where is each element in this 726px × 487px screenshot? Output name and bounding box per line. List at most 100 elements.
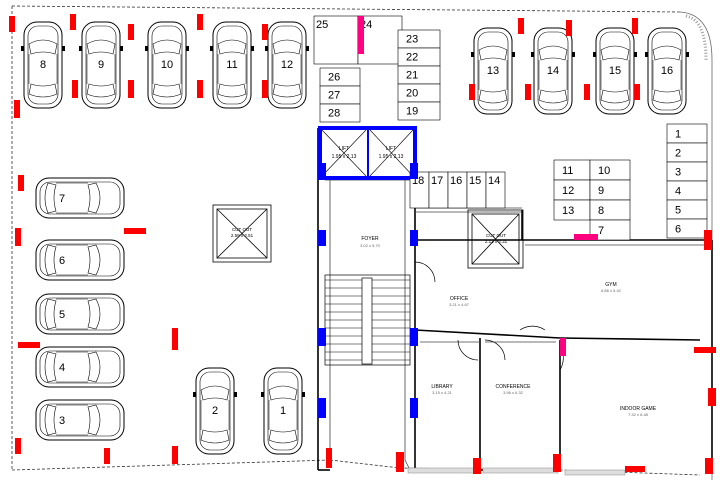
car-11: 11 <box>210 21 254 109</box>
lift-cross <box>321 129 414 177</box>
curved-boundary <box>679 11 713 480</box>
slot-col-b-21: 21 <box>397 65 441 85</box>
room-office-size: 3.21 x 4.67 <box>449 302 470 307</box>
structural-column <box>15 438 21 454</box>
slot-number: 14 <box>488 175 500 187</box>
slot-number: 19 <box>406 106 418 118</box>
slot-mid-15: 15 <box>466 171 487 209</box>
cutout-right-size: 2.13 x 2.31 <box>485 239 508 244</box>
slot-col-b-20: 20 <box>397 83 441 103</box>
structural-column <box>197 80 203 98</box>
slot-number: 11 <box>562 165 573 177</box>
slot-col-right-2: 2 <box>666 142 708 163</box>
slot-number: 27 <box>328 90 340 102</box>
slot-number: 13 <box>562 205 574 217</box>
car-4: 4 <box>35 346 125 388</box>
structural-column <box>128 80 134 98</box>
slot-col-right-4: 4 <box>666 180 708 201</box>
cutout-left <box>212 204 272 263</box>
structural-column <box>72 80 78 98</box>
slot-number: 20 <box>406 88 418 100</box>
slot-col-right-3: 3 <box>666 161 708 182</box>
slot-number: 10 <box>598 165 610 177</box>
car-9: 9 <box>79 21 123 109</box>
slot-grid-right-8: 8 <box>589 199 631 221</box>
curved-boundary-hatch <box>685 14 708 61</box>
structural-column <box>358 16 364 54</box>
car-number: 7 <box>59 193 65 205</box>
slot-number: 2 <box>675 147 681 159</box>
structural-column <box>172 446 178 464</box>
slot-col-right-6: 6 <box>666 218 708 239</box>
structural-column <box>634 84 640 100</box>
slot-grid-right-10: 10 <box>589 159 631 181</box>
slot-number: 21 <box>406 70 418 82</box>
slot-number: 26 <box>328 72 340 84</box>
structural-column <box>410 398 418 418</box>
slot-col-right-5: 5 <box>666 199 708 220</box>
slot-number: 25 <box>316 19 328 31</box>
structural-column <box>566 20 572 36</box>
car-number: 5 <box>59 309 65 321</box>
slot-number: 16 <box>450 175 462 187</box>
car-number: 16 <box>661 65 673 77</box>
structural-column <box>473 458 481 474</box>
structural-column <box>632 18 638 34</box>
car-number: 2 <box>212 405 218 417</box>
car-1: 1 <box>261 367 305 455</box>
cutout-right-label: CUT OUT <box>486 233 506 238</box>
car-14: 14 <box>531 27 575 115</box>
car-number: 10 <box>161 59 173 71</box>
structural-column <box>262 24 268 40</box>
slot-col-a-26: 26 <box>319 67 361 87</box>
room-office-label: OFFICE <box>450 296 469 302</box>
car-number: 11 <box>226 59 237 71</box>
structural-column <box>410 163 418 179</box>
slot-number: 22 <box>406 52 418 64</box>
room-library-label: LIBRARY <box>431 384 453 390</box>
slot-grid-left-12: 12 <box>553 179 591 201</box>
car-number: 15 <box>609 65 621 77</box>
slot-mid-16: 16 <box>447 171 468 209</box>
lift-left-label: LIFT <box>339 146 349 152</box>
room-labels: FOYER 3.02 x 5.70 OFFICE 3.21 x 4.67 GYM… <box>360 236 657 417</box>
slot-number: 8 <box>598 205 604 217</box>
slot-col-a-28: 28 <box>319 103 361 123</box>
car-number: 3 <box>59 415 65 427</box>
structural-column <box>70 14 76 30</box>
car-3: 3 <box>35 399 125 441</box>
slot-number: 23 <box>406 34 418 46</box>
slot-number: 17 <box>431 175 443 187</box>
stair-treads <box>325 279 410 361</box>
car-7: 7 <box>35 177 125 219</box>
car-number: 13 <box>487 65 499 77</box>
structural-column <box>469 84 475 100</box>
structural-column <box>410 230 418 246</box>
structural-column <box>410 328 418 346</box>
car-number: 9 <box>98 59 104 71</box>
structural-column <box>396 452 404 472</box>
slot-col-b-19: 19 <box>397 101 441 121</box>
slot-mid-17: 17 <box>428 171 449 209</box>
slot-grid-left-13: 13 <box>553 199 591 221</box>
structural-column <box>574 234 598 240</box>
structural-column <box>124 228 146 234</box>
room-indoor-game-size: 7.32 x 6.48 <box>628 412 649 417</box>
structural-column <box>560 338 566 356</box>
structural-column <box>172 328 178 350</box>
structural-column <box>704 230 712 250</box>
slot-number: 7 <box>598 225 604 237</box>
structural-column <box>525 84 531 100</box>
structural-column <box>14 100 20 118</box>
slot-top-25: 25 <box>313 15 359 65</box>
room-foyer-label: FOYER <box>361 236 379 242</box>
car-number: 8 <box>40 59 46 71</box>
slot-mid-14: 14 <box>485 171 506 209</box>
thin-walls <box>325 179 712 471</box>
structural-column <box>705 458 713 474</box>
cutout-right <box>467 209 524 269</box>
slot-top-24: 24 <box>357 15 403 65</box>
